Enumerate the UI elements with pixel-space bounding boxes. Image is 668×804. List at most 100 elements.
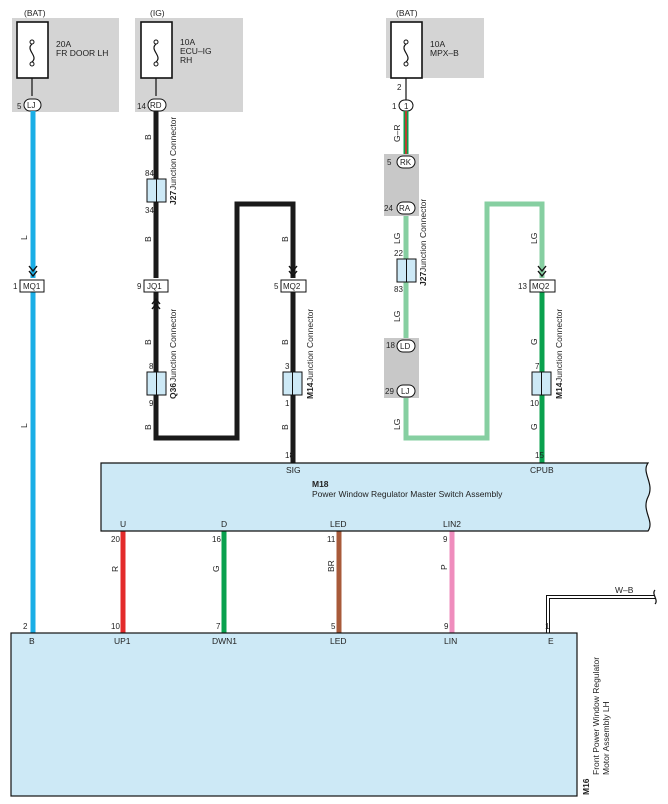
junction-id: Q36 xyxy=(168,383,178,399)
connector-pin: 18 xyxy=(386,341,395,350)
connector-pin: 9 xyxy=(137,282,142,291)
connector-pin: 1 xyxy=(13,282,18,291)
fuse-pin: 1 xyxy=(392,102,397,111)
junction-desc: Junction Connector xyxy=(554,309,564,382)
wire-color-label: B xyxy=(143,236,153,242)
fuse-rating: 10A xyxy=(430,39,445,49)
junction-id: M14 xyxy=(554,382,564,399)
fuse-name: ECU–IG xyxy=(180,46,212,56)
junction-pin-bottom: 83 xyxy=(394,285,403,294)
ecu-m18: 18 SIG 15 CPUB M18 Power Window Regulato… xyxy=(100,451,651,544)
fuse-source-label: (BAT) xyxy=(396,8,418,18)
fuse-pin-top: 2 xyxy=(397,83,402,92)
motor-m16: 2 B 10 UP1 7 DWN1 5 LED 9 LIN 1 E M16 Fr… xyxy=(10,622,611,797)
wire-color-label: B xyxy=(280,424,290,430)
wire-color-label: LG xyxy=(529,233,539,244)
wire-color-label: G xyxy=(529,338,539,345)
junction-pin-bottom: 10 xyxy=(530,399,539,408)
wire-color-label: BR xyxy=(326,560,336,572)
junction-pin-bottom: 34 xyxy=(145,206,154,215)
fuse-source-label: (IG) xyxy=(150,8,165,18)
junction-id: M14 xyxy=(305,382,315,399)
junction-pin-top: 8 xyxy=(149,362,154,371)
m16-pin: 10 xyxy=(111,622,120,631)
wire-br: BR xyxy=(326,531,342,633)
fuse-conn-label: RD xyxy=(150,101,162,110)
junction-j27-left: 84 34 J27 Junction Connector xyxy=(145,117,178,215)
m18-pin: 11 xyxy=(327,535,336,544)
m18-pin-label: D xyxy=(221,519,227,529)
wire-color-label: B xyxy=(280,236,290,242)
m18-name: Power Window Regulator Master Switch Ass… xyxy=(312,489,503,499)
m18-pin: 15 xyxy=(535,451,544,460)
wire-r: R xyxy=(110,531,126,633)
connector-label: MQ2 xyxy=(283,282,301,291)
wire-p: P xyxy=(439,531,455,633)
wire-l: L L xyxy=(19,111,38,633)
wire-g-r: G–R xyxy=(392,111,409,156)
junction-pin-top: 84 xyxy=(145,169,154,178)
fuse-conn-label: 1 xyxy=(404,102,409,111)
junction-m14-right: 7 10 M14 Junction Connector xyxy=(530,309,564,408)
junction-pin-top: 3 xyxy=(285,362,290,371)
m18-pin: 20 xyxy=(111,535,120,544)
m16-name: Front Power Window Regulator xyxy=(591,657,601,775)
m16-id: M16 xyxy=(581,778,591,795)
m18-pin-label: LIN2 xyxy=(443,519,461,529)
junction-pin-top: 22 xyxy=(394,249,403,258)
connector-pin: 13 xyxy=(518,282,527,291)
wire-color-label: LG xyxy=(392,233,402,244)
wire-color-label: L xyxy=(19,423,29,428)
connector-label: JQ1 xyxy=(147,282,162,291)
m16-pin: 9 xyxy=(444,622,449,631)
connector-label: RA xyxy=(399,204,411,213)
m18-pin-label: CPUB xyxy=(530,465,554,475)
junction-pin-bottom: 9 xyxy=(149,399,154,408)
connector-jq1: 9 JQ1 xyxy=(137,279,169,293)
m18-pin-label: U xyxy=(120,519,126,529)
connector-label: RK xyxy=(400,158,412,167)
connector-pin: 24 xyxy=(384,204,393,213)
m16-name-line2: Motor Assembly LH xyxy=(601,701,611,775)
fuse-source-label: (BAT) xyxy=(24,8,46,18)
connector-rk-ra: 5 RK 24 RA xyxy=(384,154,419,216)
connector-mq2-right: 13 MQ2 xyxy=(518,279,556,293)
wire-w-b: W–B xyxy=(546,585,657,633)
junction-desc: Junction Connector xyxy=(418,199,428,272)
m16-pin-label: E xyxy=(548,636,554,646)
connector-pin: 5 xyxy=(387,158,392,167)
wire-color-label: L xyxy=(19,235,29,240)
fuse-name: MPX–B xyxy=(430,48,459,58)
m16-pin-label: LIN xyxy=(444,636,457,646)
fuse-fr-door-lh: (BAT) 20A FR DOOR LH 5 LJ xyxy=(12,8,119,112)
m16-pin: 1 xyxy=(545,622,550,631)
junction-desc: Junction Connector xyxy=(305,309,315,382)
connector-label: LD xyxy=(400,342,410,351)
wire-color-label: P xyxy=(439,564,449,570)
m16-pin-label: B xyxy=(29,636,35,646)
junction-desc: Junction Connector xyxy=(168,309,178,382)
fuse-rating: 10A xyxy=(180,37,195,47)
connector-label: MQ2 xyxy=(532,282,550,291)
m18-pin-label: SIG xyxy=(286,465,301,475)
junction-j27-right: 22 83 J27 Junction Connector xyxy=(394,199,428,294)
connector-pin: 5 xyxy=(274,282,279,291)
junction-id: J27 xyxy=(418,272,428,286)
wire-color-label: G xyxy=(211,565,221,572)
connector-mq1: 1 MQ1 xyxy=(13,279,45,293)
wire-color-label: G–R xyxy=(392,125,402,142)
fuse-pin: 14 xyxy=(137,102,146,111)
junction-q36: 8 9 Q36 Junction Connector xyxy=(146,309,178,408)
wire-color-label: B xyxy=(143,134,153,140)
wire-color-label: W–B xyxy=(615,585,634,595)
fuse-pin: 5 xyxy=(17,102,22,111)
m16-pin: 2 xyxy=(23,622,28,631)
connector-mq2-left: 5 MQ2 xyxy=(274,279,307,293)
junction-pin-top: 7 xyxy=(535,362,540,371)
junction-pin-bottom: 1 xyxy=(285,399,290,408)
junction-id: J27 xyxy=(168,191,178,205)
wire-g: G xyxy=(211,531,227,633)
wire-color-label: LG xyxy=(392,311,402,322)
fuse-rating: 20A xyxy=(56,39,71,49)
